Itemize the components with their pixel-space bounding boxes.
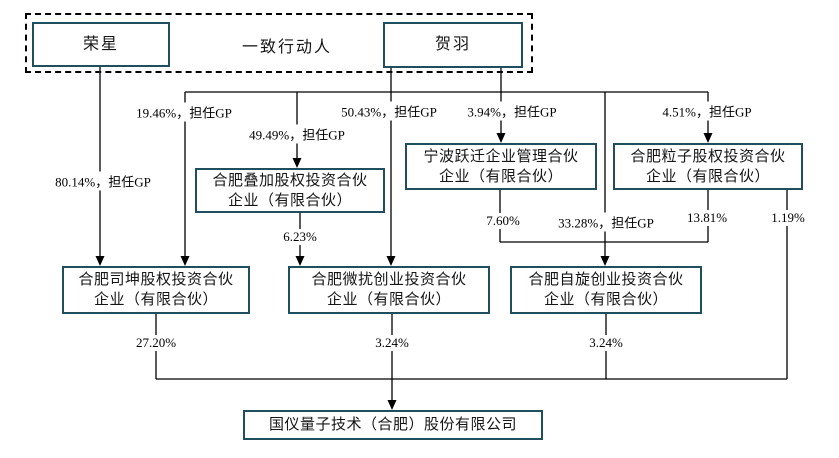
edge-label-rail-to-diejia: 49.49%，担任GP — [247, 124, 347, 144]
edge-label-diejia-to-weirao: 6.23% — [281, 229, 319, 245]
node-sikun-line1: 合肥司坤股权投资合伙 — [78, 272, 234, 288]
node-ningbo-line1: 宁波跃迁企业管理合伙 — [423, 148, 579, 165]
edge-label-heyu-to-weirao: 50.43%，担任GP — [339, 101, 439, 121]
node-sikun: 合肥司坤股权投资合伙 企业（有限合伙） — [62, 266, 250, 314]
node-guoyi-line1: 国仪量子技术（合肥）股份有限公司 — [268, 417, 517, 433]
node-lizi-line1: 合肥粒子股权投资合伙 — [630, 148, 786, 165]
node-weirao-line1: 合肥微扰创业投资合伙 — [311, 272, 467, 288]
edge-label-heyu-to-ningbo: 3.94%，担任GP — [465, 101, 559, 121]
node-weirao: 合肥微扰创业投资合伙 企业（有限合伙） — [288, 266, 490, 314]
node-diejia-line1: 合肥叠加股权投资合伙 — [212, 172, 368, 189]
node-rongxing-label: 荣星 — [82, 35, 119, 53]
node-diejia-line2: 企业（有限合伙） — [227, 192, 352, 209]
node-rongxing: 荣星 — [32, 22, 170, 67]
node-lizi-line2: 企业（有限合伙） — [645, 168, 770, 185]
arrowheads — [95, 133, 713, 410]
node-diejia: 合肥叠加股权投资合伙 企业（有限合伙） — [195, 168, 385, 213]
edge-label-rongxing-to-sikun: 80.14%，担任GP — [53, 171, 153, 191]
node-ningbo: 宁波跃迁企业管理合伙 企业（有限合伙） — [405, 143, 597, 190]
node-lizi: 合肥粒子股权投资合伙 企业（有限合伙） — [613, 143, 803, 190]
edge-label-weirao-to-guoyi: 3.24% — [373, 335, 411, 351]
node-heyu-label: 贺羽 — [434, 36, 471, 53]
edge-label-lizi-to-guoyi: 1.19% — [769, 210, 807, 226]
node-ningbo-line2: 企业（有限合伙） — [438, 168, 563, 185]
node-heyu: 贺羽 — [383, 22, 523, 68]
node-zixuan-line1: 合肥自旋创业投资合伙 — [528, 272, 684, 288]
edge-label-rail-to-lizi: 4.51%，担任GP — [660, 101, 754, 121]
node-guoyi: 国仪量子技术（合肥）股份有限公司 — [243, 410, 543, 440]
acting-in-concert-label: 一致行动人 — [241, 39, 333, 56]
node-sikun-line2: 企业（有限合伙） — [93, 292, 218, 308]
edge-label-rail-to-sikun: 19.46%，担任GP — [134, 102, 234, 122]
edge-label-sikun-to-guoyi: 27.20% — [133, 335, 179, 351]
node-zixuan: 合肥自旋创业投资合伙 企业（有限合伙） — [510, 266, 702, 314]
edge-label-ningbo-to-zixuan: 7.60% — [484, 213, 522, 229]
node-weirao-line2: 企业（有限合伙） — [326, 292, 451, 308]
node-zixuan-line2: 企业（有限合伙） — [543, 292, 668, 308]
edge-label-lizi-to-zixuan: 13.81% — [684, 210, 730, 226]
acting-in-concert-group — [25, 13, 533, 73]
edge-label-heyu-to-zixuan: 33.28%，担任GP — [556, 212, 656, 232]
edge-label-zixuan-to-guoyi: 3.24% — [587, 335, 625, 351]
